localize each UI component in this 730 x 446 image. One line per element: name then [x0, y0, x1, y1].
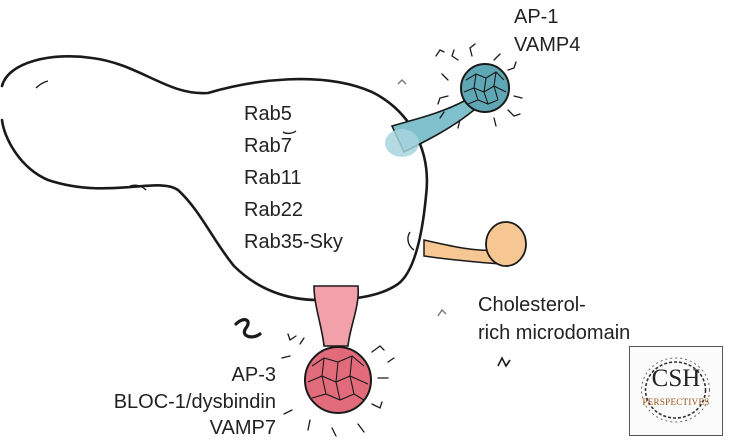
ap1-clathrin-lattice [463, 71, 507, 105]
endosome-membrane [0, 55, 429, 302]
rab-label: Rab5 [244, 103, 292, 125]
rab-label: Rab35-Sky [244, 231, 343, 253]
logo-csh-text: CSH [651, 365, 701, 392]
csh-perspectives-logo: CSH PERSPECTIVES [629, 346, 723, 436]
cholesterol-bulb [485, 221, 527, 267]
scribble-mark [234, 318, 262, 339]
cholesterol-label-line: Cholesterol- [478, 294, 586, 316]
membrane-sketch-mark [35, 80, 49, 89]
ap3-vesicle [281, 285, 395, 437]
cholesterol-label-line: rich microdomain [478, 322, 631, 344]
ap3-label: AP-3 [231, 364, 276, 386]
ap3-coated-bud [304, 346, 372, 414]
logo-perspectives-text: PERSPECTIVES [642, 397, 710, 407]
scribble-mark [437, 308, 447, 317]
cholesterol-tubule [423, 221, 527, 267]
vamp7-label: VAMP7 [209, 417, 276, 439]
ap1-vesicle [385, 43, 523, 157]
ap1-adaptor-strands [435, 43, 523, 129]
ap1-label: AP-1 [514, 6, 559, 28]
ap3-stalk [313, 285, 360, 347]
rab-protein-list: Rab5 Rab7 Rab11 Rab22 Rab35-Sky [244, 98, 343, 258]
rab-label: Rab11 [244, 167, 302, 189]
rab-label: Rab22 [244, 199, 303, 221]
ap1-membrane-patch [385, 129, 419, 157]
membrane-sketch-mark [129, 184, 147, 191]
membrane-sketch-mark [282, 130, 297, 135]
ap1-label-block: AP-1 VAMP4 [514, 3, 580, 59]
vamp4-label: VAMP4 [514, 34, 581, 56]
ap3-clathrin-lattice [307, 355, 369, 401]
rab-label: Rab7 [244, 135, 292, 157]
ap3-adaptor-strands [281, 333, 395, 437]
bloc1-label: BLOC-1/dysbindin [113, 390, 276, 413]
cholesterol-label-block: Cholesterol- rich microdomain [478, 291, 630, 347]
logo-dna-ring-icon [641, 357, 710, 423]
scribble-mark [397, 79, 407, 85]
scribble-mark [497, 356, 511, 368]
ap3-label-block: AP-3 BLOC-1/dysbindin VAMP7 [0, 362, 276, 442]
membrane-sketch-mark [407, 231, 415, 251]
